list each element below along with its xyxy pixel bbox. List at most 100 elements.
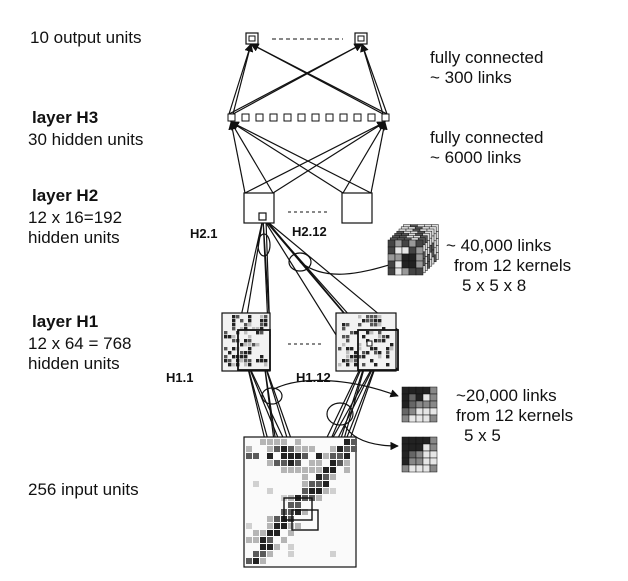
- texture-cell: [244, 355, 248, 359]
- input-pixel: [330, 488, 336, 494]
- kernel-cell: [387, 260, 396, 269]
- input-pixel: [316, 467, 322, 473]
- kernel-cell: [415, 267, 424, 276]
- texture-cell: [232, 363, 236, 367]
- texture-cell: [248, 315, 252, 319]
- texture-cell: [362, 335, 366, 339]
- callout-arrow-h1b: [343, 423, 399, 451]
- texture-cell: [354, 359, 358, 363]
- bundle-ellipse-h2: [257, 233, 271, 257]
- texture-cell: [260, 355, 264, 359]
- texture-cell: [370, 347, 374, 351]
- texture-cell: [390, 343, 394, 347]
- kernel-cell: [429, 414, 438, 423]
- texture-cell: [244, 363, 248, 367]
- conn-h1-in-line-2: from 12 kernels: [456, 406, 574, 425]
- kernel-cell: [415, 239, 424, 248]
- texture-cell: [224, 359, 228, 363]
- kernel-cell: [401, 260, 410, 269]
- input-pixel: [267, 460, 273, 466]
- texture-cell: [232, 335, 236, 339]
- kernel-cell: [415, 407, 424, 416]
- input-pixel: [323, 481, 329, 487]
- texture-cell: [358, 343, 362, 347]
- texture-cell: [362, 363, 366, 367]
- input-pixel: [253, 481, 259, 487]
- kernel-cell: [387, 246, 396, 255]
- input-pixel: [295, 439, 301, 445]
- kernel-cell: [408, 246, 417, 255]
- layer-h1-desc: 12 x 64 = 768 hidden units: [28, 334, 132, 374]
- arrow-output-1: [232, 43, 254, 115]
- texture-cell: [248, 347, 252, 351]
- kernel-cell: [401, 400, 410, 409]
- kernel-cell: [408, 393, 417, 402]
- texture-cell: [256, 331, 260, 335]
- h2-unit-selected: [258, 212, 267, 221]
- layer-h3-title: layer H3: [32, 108, 99, 127]
- map-label-h2-1: H2.1: [190, 226, 218, 241]
- kernel-cell: [408, 443, 417, 452]
- input-pixel: [267, 544, 273, 550]
- arrow-h3-right: [272, 121, 386, 194]
- input-pixel: [253, 551, 259, 557]
- texture-cell: [244, 339, 248, 343]
- texture-cell: [378, 355, 382, 359]
- kernel-cell: [429, 407, 438, 416]
- h3-unit-1: [227, 113, 236, 122]
- texture-cell: [260, 359, 264, 363]
- conn-h1-in-label: ~20,000 links from 12 kernels 5 x 5: [456, 386, 573, 446]
- kernel-cell: [422, 450, 431, 459]
- input-pixel: [351, 446, 357, 452]
- texture-cell: [354, 363, 358, 367]
- conn-h3-h2-label: fully connected ~ 6000 links: [430, 128, 543, 168]
- bundle-ellipse-h2b: [288, 252, 312, 272]
- input-pixel: [281, 453, 287, 459]
- texture-cell: [264, 315, 268, 319]
- kernel-cell: [394, 267, 403, 276]
- kernel-cell: [415, 393, 424, 402]
- input-pixel: [344, 460, 350, 466]
- texture-cell: [256, 343, 260, 347]
- input-pixel: [267, 523, 273, 529]
- h3-unit-5: [283, 113, 292, 122]
- input-pixel: [260, 530, 266, 536]
- conn-out-h3-line-1: fully connected: [430, 48, 544, 67]
- layer-h2-desc-line-1: 12 x 16=192: [28, 208, 123, 227]
- conn-h2-h1-line-1: ~ 40,000 links: [446, 236, 552, 255]
- kernel-cell: [429, 386, 438, 395]
- kernel-cell: [429, 436, 438, 445]
- kernel-cell: [422, 457, 431, 466]
- conn-out-h3-line-2: ~ 300 links: [430, 68, 512, 87]
- input-pixel: [309, 488, 315, 494]
- arrow-h3-left: [228, 121, 246, 194]
- kernel-cell: [401, 457, 410, 466]
- texture-cell: [264, 319, 268, 323]
- kernel-cell: [415, 414, 424, 423]
- texture-cell: [346, 323, 350, 327]
- texture-cell: [354, 355, 358, 359]
- kernel-cell: [401, 253, 410, 262]
- texture-cell: [378, 323, 382, 327]
- input-pixel: [309, 460, 315, 466]
- input-pixel: [344, 453, 350, 459]
- texture-cell: [350, 355, 354, 359]
- texture-cell: [362, 351, 366, 355]
- texture-cell: [370, 359, 374, 363]
- input-pixel: [316, 474, 322, 480]
- input-pixel: [330, 551, 336, 557]
- input-pixel: [302, 467, 308, 473]
- texture-cell: [248, 351, 252, 355]
- kernel-cell: [401, 267, 410, 276]
- texture-cell: [338, 347, 342, 351]
- kernel-cell: [394, 239, 403, 248]
- input-pixel: [288, 467, 294, 473]
- texture-cell: [260, 331, 264, 335]
- conn-out-h3-label: fully connected ~ 300 links: [430, 48, 543, 88]
- output-unit-first: [245, 32, 259, 45]
- texture-cell: [240, 327, 244, 331]
- input-pixel: [288, 516, 294, 522]
- input-pixel: [323, 474, 329, 480]
- kernel-cell: [401, 414, 410, 423]
